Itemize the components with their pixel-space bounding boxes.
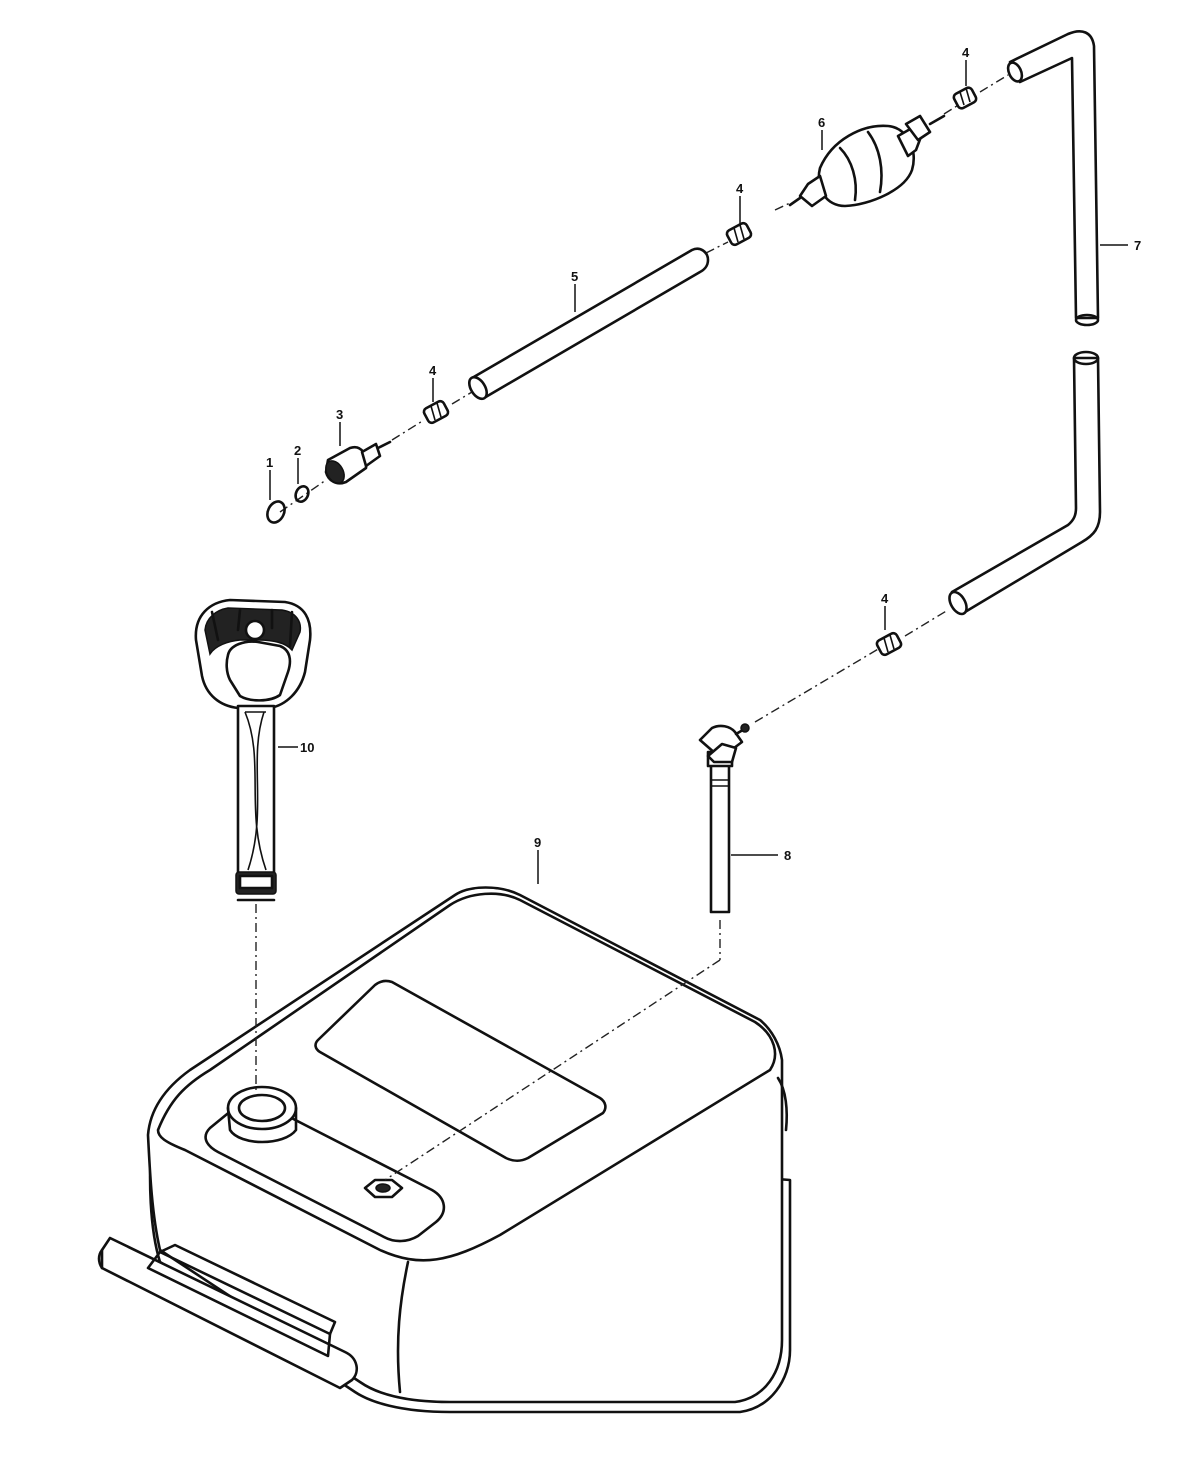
callout-1: 1 — [266, 455, 273, 470]
callout-4-mid: 4 — [736, 181, 744, 196]
callout-4-lower-left: 4 — [429, 363, 437, 378]
fuel-tank — [97, 886, 792, 1414]
callout-6: 6 — [818, 115, 825, 130]
hose-connector-upper-right — [952, 74, 1009, 110]
hose-connector-mid — [705, 221, 753, 254]
callout-8: 8 — [784, 848, 791, 863]
o-ring-1 — [266, 500, 286, 524]
engine-connector — [279, 419, 425, 513]
callout-5: 5 — [571, 269, 578, 284]
callout-4-tank: 4 — [881, 591, 889, 606]
callout-9: 9 — [534, 835, 541, 850]
callout-3: 3 — [336, 407, 343, 422]
callout-2: 2 — [294, 443, 301, 458]
hose-connector-lower-left — [422, 391, 473, 425]
pickup-tube — [384, 647, 881, 1181]
o-ring-2 — [294, 485, 310, 503]
hose-connector-tank — [875, 609, 949, 657]
callout-10: 10 — [300, 740, 314, 755]
primer-bulb — [774, 103, 961, 211]
fuel-hose-long — [948, 30, 1102, 616]
fuel-hose-short — [468, 247, 710, 401]
fuel-gauge — [194, 598, 312, 1090]
callout-7: 7 — [1134, 238, 1141, 253]
callout-4-upper-right: 4 — [962, 45, 970, 60]
